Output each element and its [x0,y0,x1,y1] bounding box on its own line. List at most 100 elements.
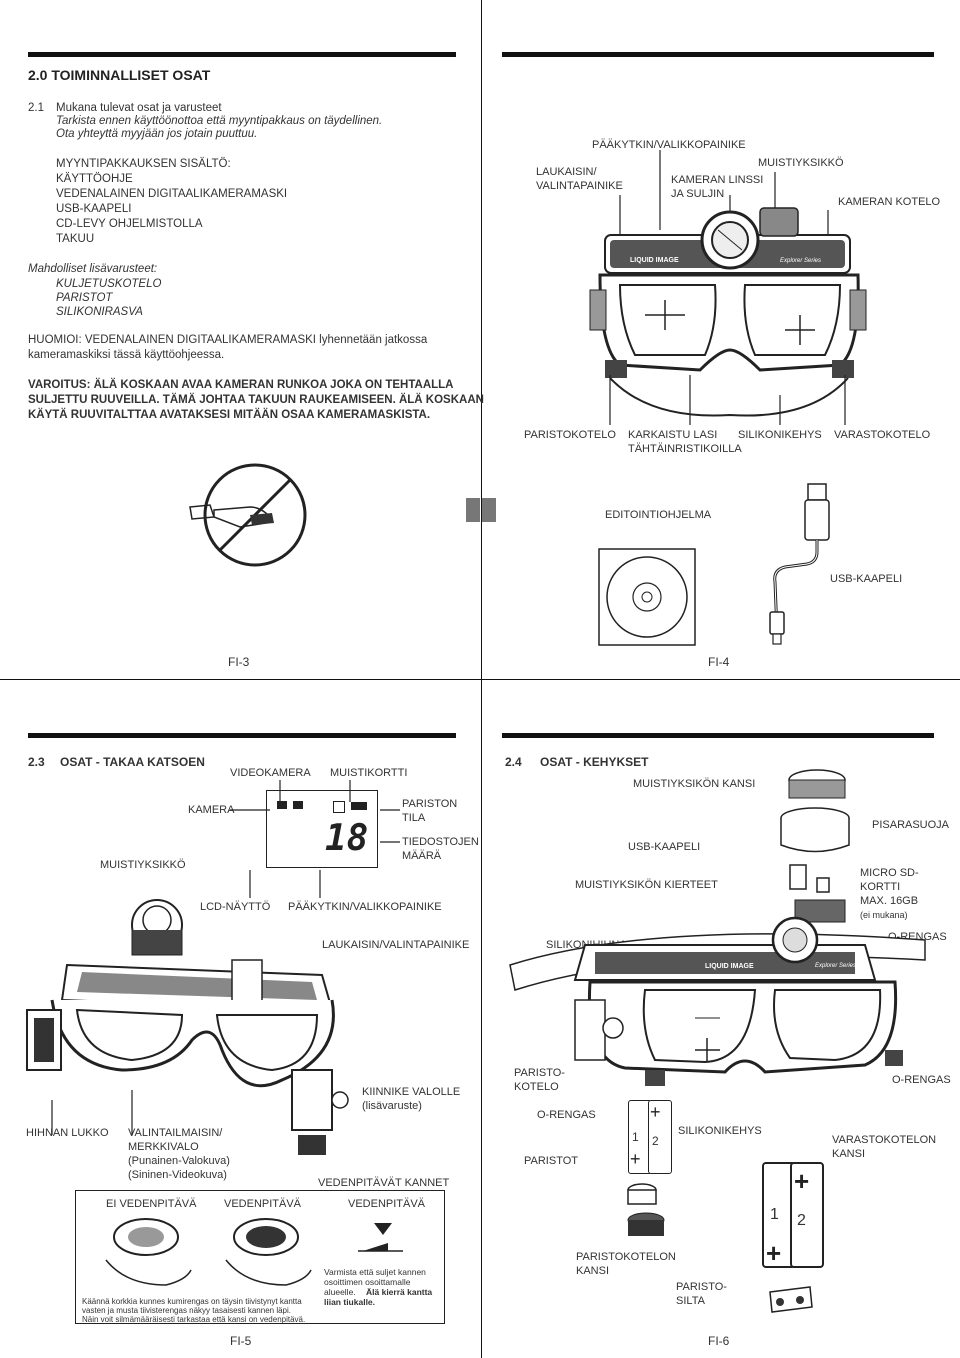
lcd-file-count: 18 [325,818,369,859]
label-oring-right: O-RENGAS [892,1074,951,1086]
section-title-2-0: 2.0 TOIMINNALLISET OSAT [28,67,211,83]
mask-front-illustration: LIQUID IMAGE Explorer Series [589,150,867,425]
package-item: CD-LEVY OHJELMISTOLLA [56,218,203,230]
battery-plus-icon: + [794,1166,810,1196]
section-number-2-3: 2.3 [28,755,45,769]
optional-item: SILIKONIRASVA [56,306,143,318]
label-indicator: (Punainen-Valokuva) [128,1155,230,1167]
label-battery-status: PARISTON [402,798,458,810]
label-memory-unit: MUISTIYKSIKKÖ [100,859,186,871]
label-threads: MUISTIYKSIKÖN KIERTEET [575,879,718,891]
label-skirt: SILIKONIKEHYS [738,429,822,441]
battery-mark: 2 [797,1212,806,1229]
box-note-line: Käännä korkkia kunnes kumirengas on täys… [82,1297,302,1306]
memory-card-icon [333,801,345,813]
cap-loose-icon [105,1218,192,1286]
label-housing: KAMERAN KOTELO [838,196,941,208]
label-case-lid: KANSI [576,1265,610,1277]
label-indicator: VALINTAILMAISIN/ [128,1127,223,1139]
label-lens: KAMERAN LINSSI [671,174,764,186]
label-micro-sd: KORTTI [860,881,901,893]
label-oring-left: O-RENGAS [537,1109,596,1121]
camera-mode-icon [277,801,287,809]
battery-plus-icon: + [766,1238,782,1268]
package-item: USB-KAAPELI [56,203,132,215]
label-battery-bridge: PARISTO- [676,1281,727,1293]
cd-software-icon [598,548,696,646]
battery-mark: 2 [652,1134,659,1148]
page-frame-fi6 [481,679,960,1358]
label-skirt: SILIKONIKEHYS [678,1125,762,1137]
lcd-leaders [230,780,400,898]
item-line-2: Tarkista ennen käyttöönottoa että myynti… [56,115,383,127]
battery-mark: 1 [770,1206,779,1223]
battery-plus-icon: + [650,1102,661,1122]
top-rule-left-2 [28,733,456,738]
series-name: Explorer Series [780,258,821,264]
item-line-1: Mukana tulevat osat ja varusteet [56,102,222,114]
box-label-waterproof: VEDENPITÄVÄ [224,1198,302,1210]
label-battery-bridge: SILTA [676,1295,705,1307]
page-number-fi4: FI-4 [708,655,730,669]
warning-line: VAROITUS: ÄLÄ KOSKAAN AVAA KAMERAN RUNKO… [28,379,454,391]
waterproof-caps-box: EI VEDENPITÄVÄ VEDENPITÄVÄ VEDENPITÄVÄ V… [75,1190,445,1324]
warning-line: KÄYTÄ RUUVITALTTAA AVATAKSESI MITÄÄN OSA… [28,409,431,421]
label-glass: TÄHTÄINRISTIKOILLA [628,443,742,455]
battery-large-2 [790,1162,824,1268]
optional-heading: Mahdolliset lisävarusteet: [28,263,158,275]
top-rule-right-2 [502,733,934,738]
label-light-mount: (lisävaruste) [362,1100,422,1112]
label-battery-case: PARISTOKOTELO [524,429,616,441]
label-storage: VARASTOKOTELO [834,429,931,441]
label-memory: MUISTIYKSIKKÖ [758,157,844,169]
label-storage-lid: KANSI [832,1148,866,1160]
page-marker-left [466,498,480,522]
label-case-lid: PARISTOKOTELON [576,1251,676,1263]
no-screwdriver-icon [189,463,307,567]
label-batteries: PARISTOT [524,1155,578,1167]
mask-rear-illustration [26,899,349,1155]
label-file-count: MÄÄRÄ [402,850,442,862]
mask-exploded-illustration: LIQUID IMAGE Explorer Series [509,769,926,1086]
cap-alignment-arrow-icon [358,1223,403,1252]
note-line: HUOMIOI: VEDENALAINEN DIGITAALIKAMERAMAS… [28,334,428,346]
box-warn-bold: Älä kierrä kantta [366,1287,433,1297]
package-heading: MYYNTIPAKKAUKSEN SISÄLTÖ: [56,158,231,170]
video-mode-icon [293,801,303,809]
label-micro-sd: MAX. 16GB [860,895,919,907]
label-camera: KAMERA [188,804,235,816]
item-line-3: Ota yhteyttä myyjään jos jotain puuttuu. [56,128,258,140]
label-battery-case: PARISTO- [514,1067,565,1079]
box-warn-line: Varmista että suljet kannen [324,1267,426,1277]
label-strap-lock: HIHNAN LUKKO [26,1127,109,1139]
label-battery-status: TILA [402,812,426,824]
page-number-fi3: FI-3 [228,655,250,669]
box-warn-line: alueelle. [324,1287,356,1297]
battery-small-2 [648,1100,672,1174]
top-rule-left [28,52,456,57]
lcd-display: 18 [266,790,378,868]
label-file-count: TIEDOSTOJEN [402,836,479,848]
package-item: KÄYTTÖOHJE [56,173,133,185]
label-memory-cap: MUISTIYKSIKÖN KANSI [633,778,756,790]
label-light-mount: KIINNIKE VALOLLE [362,1086,461,1098]
box-warn-bold: liian tiukalle. [324,1297,376,1307]
label-waterproof-caps: VEDENPITÄVÄT KANNET [318,1177,450,1189]
label-editing: EDITOINTIOHJELMA [605,509,712,521]
box-label-not-waterproof: EI VEDENPITÄVÄ [106,1198,197,1210]
label-indicator: (Sininen-Videokuva) [128,1169,227,1181]
package-item: TAKUU [56,233,95,245]
label-main-button: PÄÄKYTKIN/VALIKKOPAINIKE [288,901,442,913]
label-usb-cable: USB-KAAPELI [628,841,701,853]
label-card: MUISTIKORTTI [330,767,408,779]
box-warn-line: osoittimen osoittamalle [324,1277,411,1287]
series-name: Explorer Series [815,963,856,969]
label-trigger: LAUKAISIN/VALINTAPAINIKE [322,939,470,951]
label-video: VIDEOKAMERA [230,767,311,779]
optional-item: PARISTOT [56,292,113,304]
page-marker-right [482,498,496,522]
label-micro-sd: (ei mukana) [860,910,908,920]
label-lens: JA SULJIN [671,188,725,200]
battery-plus-icon: + [630,1149,641,1169]
usb-cable-icon [769,483,830,645]
